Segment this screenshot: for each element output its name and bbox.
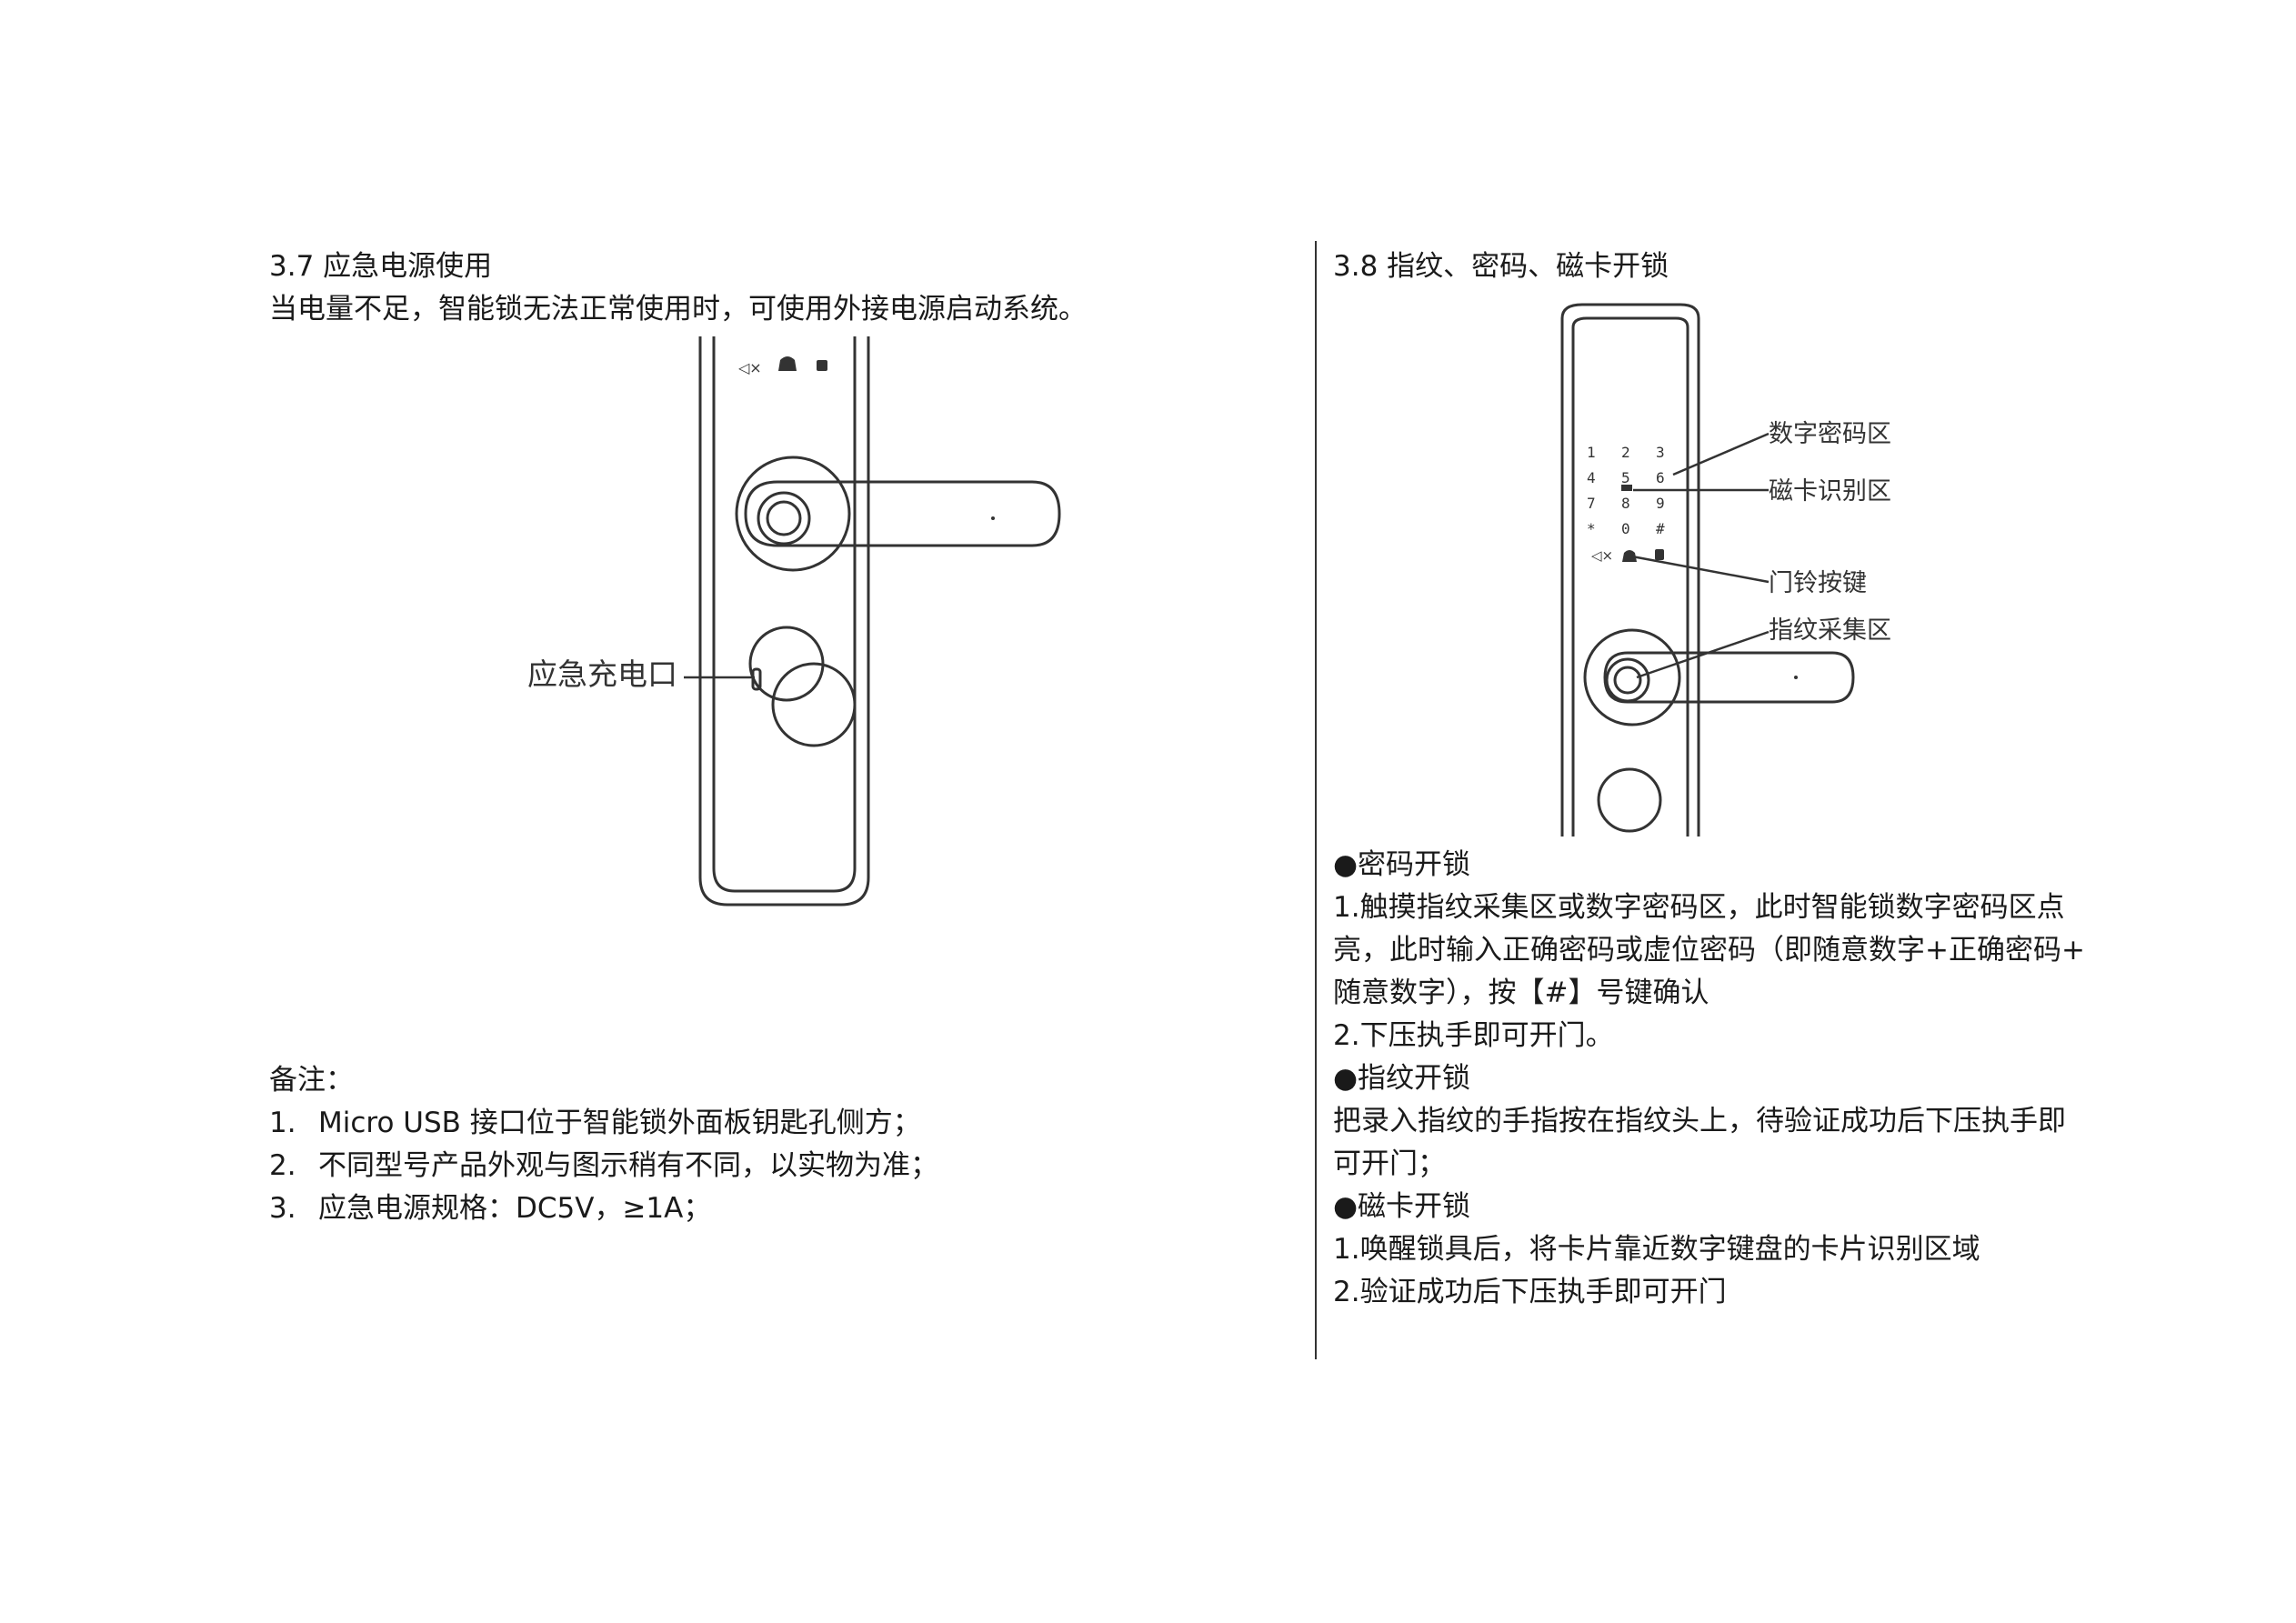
card-unlock-line: 2.验证成功后下压执手即可开门 bbox=[1333, 1276, 1727, 1308]
password-unlock-heading: ●密码开锁 bbox=[1333, 848, 1471, 881]
section-title-emergency-power: 3.7 应急电源使用 bbox=[269, 250, 493, 283]
keypad-key: 8 bbox=[1621, 495, 1630, 512]
keypad-key: 9 bbox=[1656, 495, 1665, 512]
password-unlock-line: 1.触摸指纹采集区或数字密码区，此时智能锁数字密码区点 bbox=[1333, 891, 2065, 924]
section-title-unlock-methods: 3.8 指纹、密码、磁卡开锁 bbox=[1333, 250, 1669, 283]
password-unlock-line: 2.下压执手即可开门。 bbox=[1333, 1019, 1614, 1052]
keypad-key: 0 bbox=[1621, 520, 1630, 537]
card-unlock-line: 1.唤醒锁具后，将卡片靠近数字键盘的卡片识别区域 bbox=[1333, 1233, 1980, 1266]
emergency-port-label: 应急充电口 bbox=[527, 656, 677, 692]
note-item: 应急电源规格：DC5V，≥1A； bbox=[318, 1192, 712, 1225]
emergency-power-intro: 当电量不足，智能锁无法正常使用时，可使用外接电源启动系统。 bbox=[269, 293, 1087, 326]
notes-title: 备注： bbox=[269, 1064, 354, 1097]
callout-fingerprint-area: 指纹采集区 bbox=[1769, 616, 1891, 645]
fingerprint-unlock-line: 可开门； bbox=[1333, 1147, 1446, 1180]
svg-text:◁×: ◁× bbox=[737, 359, 762, 376]
password-unlock-line: 随意数字），按【#】号键确认 bbox=[1333, 977, 1709, 1009]
svg-text:◁×: ◁× bbox=[1591, 547, 1613, 564]
callout-keypad-area: 数字密码区 bbox=[1769, 420, 1891, 448]
note-number: 1. bbox=[269, 1107, 296, 1139]
note-item: 不同型号产品外观与图示稍有不同，以实物为准； bbox=[318, 1149, 938, 1182]
keypad-key: 7 bbox=[1587, 495, 1596, 512]
fingerprint-unlock-heading: ●指纹开锁 bbox=[1333, 1062, 1471, 1095]
fingerprint-unlock-line: 把录入指纹的手指按在指纹头上，待验证成功后下压执手即 bbox=[1333, 1105, 2066, 1137]
note-item: Micro USB 接口位于智能锁外面板钥匙孔侧方； bbox=[318, 1107, 921, 1139]
keypad-key: 4 bbox=[1587, 469, 1596, 486]
password-unlock-line: 亮，此时输入正确密码或虚位密码（即随意数字+正确密码+ bbox=[1333, 934, 2085, 967]
note-number: 2. bbox=[269, 1149, 296, 1182]
note-number: 3. bbox=[269, 1192, 296, 1225]
column-divider bbox=[1315, 241, 1317, 1359]
card-unlock-heading: ●磁卡开锁 bbox=[1333, 1190, 1471, 1223]
keypad-key: 5 bbox=[1621, 469, 1630, 486]
keypad-key: 1 bbox=[1587, 444, 1596, 461]
keypad-key: * bbox=[1587, 520, 1596, 537]
keypad-key: 6 bbox=[1656, 469, 1665, 486]
keypad-key: 3 bbox=[1656, 444, 1665, 461]
callout-card-reader-area: 磁卡识别区 bbox=[1769, 477, 1891, 506]
callout-doorbell-button: 门铃按键 bbox=[1769, 569, 1867, 597]
keypad-key: 2 bbox=[1621, 444, 1630, 461]
keypad-key: # bbox=[1656, 520, 1665, 537]
